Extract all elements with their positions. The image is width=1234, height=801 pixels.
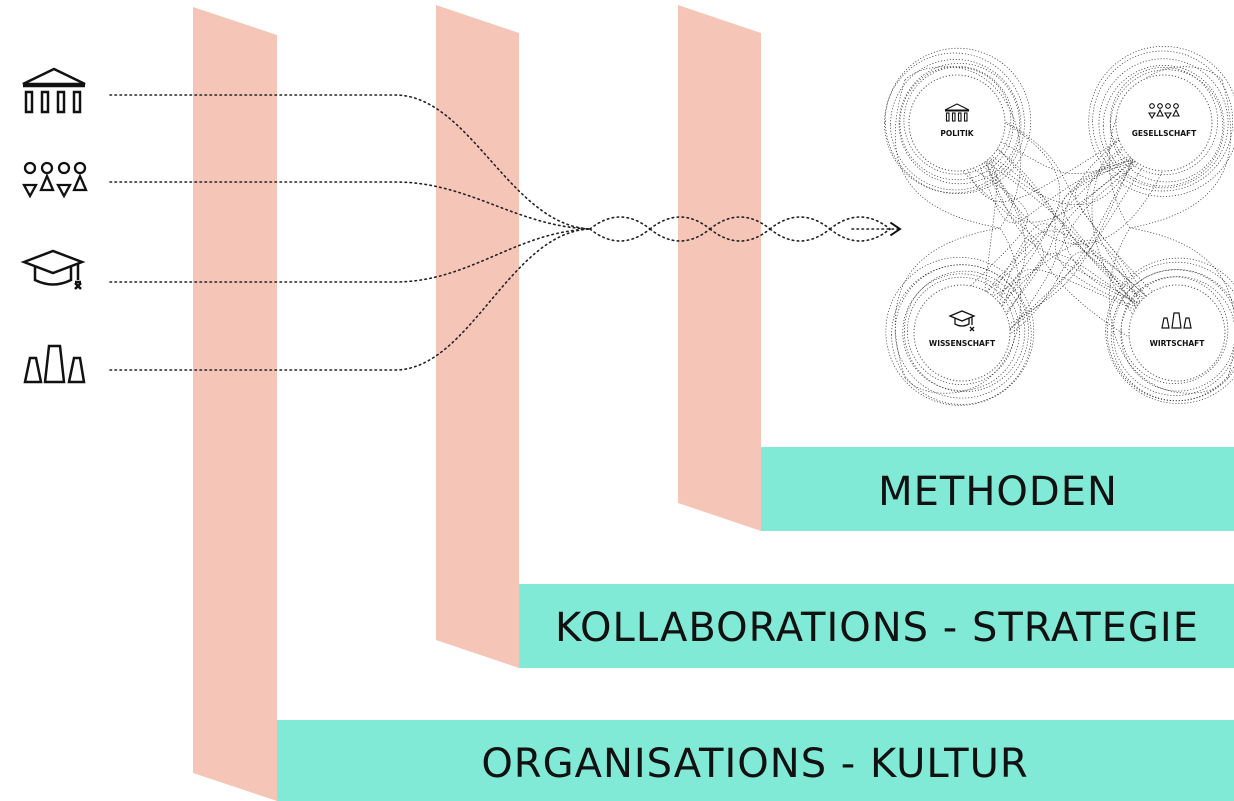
network-strand: [953, 137, 1168, 360]
industry-icon: [23, 344, 86, 384]
network-strand: [959, 142, 997, 312]
network-strand: [1120, 275, 1234, 392]
network-strand: [959, 96, 1197, 341]
network-strand: [1075, 145, 1192, 344]
sector-network: POLITIK GESELLSCHAFT WISSENSCHAFT WIRTSC…: [884, 45, 1234, 407]
network-strand: [890, 59, 1022, 191]
network-strand: [950, 94, 1061, 317]
network-strand: [884, 47, 1032, 194]
strategy-label: KOLLABORATIONS - STRATEGIE: [555, 605, 1199, 651]
culture-panel: [193, 7, 277, 801]
network-strand: [1091, 92, 1162, 333]
network-strand: [949, 223, 1186, 361]
network-strand: [1054, 147, 1184, 328]
network-strand: [894, 66, 1022, 229]
network-strand: [971, 148, 1170, 359]
network-strand: [966, 251, 1199, 359]
society-label: GESELLSCHAFT: [1132, 129, 1197, 138]
economy-small-icon: [1161, 312, 1192, 329]
network-strand: [982, 131, 1180, 245]
economy-circle: [1128, 284, 1226, 382]
methods-panel: [678, 5, 761, 531]
strategy-band: [519, 584, 1234, 668]
science-label: WISSENSCHAFT: [929, 339, 996, 348]
flow-chain: [588, 216, 892, 242]
network-strand: [885, 256, 1035, 407]
economy-label: WIRTSCHAFT: [1150, 339, 1206, 348]
network-strand: [1102, 65, 1225, 187]
flow-lines: [109, 94, 902, 371]
network-strand: [898, 62, 1020, 185]
network-strand: [884, 52, 1025, 194]
network-strand: [939, 240, 1149, 323]
methods-label: METHODEN: [878, 469, 1118, 515]
network-strand: [964, 97, 1172, 310]
institution-icon: [22, 67, 86, 114]
science-circle: [913, 284, 1011, 382]
politics-small-icon: [944, 103, 970, 122]
network-strand: [939, 150, 1170, 347]
flow-line-economy: [109, 228, 591, 371]
network-strand: [978, 134, 1165, 359]
network-strand: [939, 116, 1176, 174]
network-strand: [931, 96, 1139, 205]
politics-circle: [908, 74, 1006, 172]
society-small-icon: [1148, 103, 1180, 120]
graduation-cap-icon: [20, 249, 86, 290]
culture-label: ORGANISATIONS - KULTUR: [481, 741, 1028, 787]
flow-line-society: [109, 181, 591, 230]
science-small-icon: [948, 310, 976, 332]
network-strand: [1108, 66, 1232, 229]
network-strand: [902, 273, 1020, 391]
network-strand: [930, 137, 1029, 305]
network-strand: [986, 230, 1195, 346]
network-strand: [891, 264, 1032, 405]
culture-band: [277, 720, 1234, 801]
methods-band: [761, 447, 1234, 531]
network-strand: [1112, 269, 1234, 396]
people-icon: [22, 161, 88, 199]
network-strand: [984, 149, 1158, 361]
network-strand: [990, 97, 1161, 337]
network-strand: [899, 65, 1014, 181]
network-strand: [1061, 123, 1192, 327]
strategy-panel: [436, 5, 519, 668]
network-strand: [959, 115, 1161, 202]
network-strand: [934, 140, 1044, 320]
flow-line-politics: [109, 94, 591, 230]
network-strand: [1092, 50, 1234, 192]
network-strand: [903, 270, 1026, 393]
network-strand: [1088, 45, 1234, 198]
network-strand: [1109, 66, 1218, 176]
network-strand: [961, 119, 1140, 223]
flow-line-science: [109, 228, 591, 283]
politics-label: POLITIK: [940, 129, 974, 138]
society-circle: [1115, 74, 1213, 172]
network-strand: [1109, 227, 1234, 394]
